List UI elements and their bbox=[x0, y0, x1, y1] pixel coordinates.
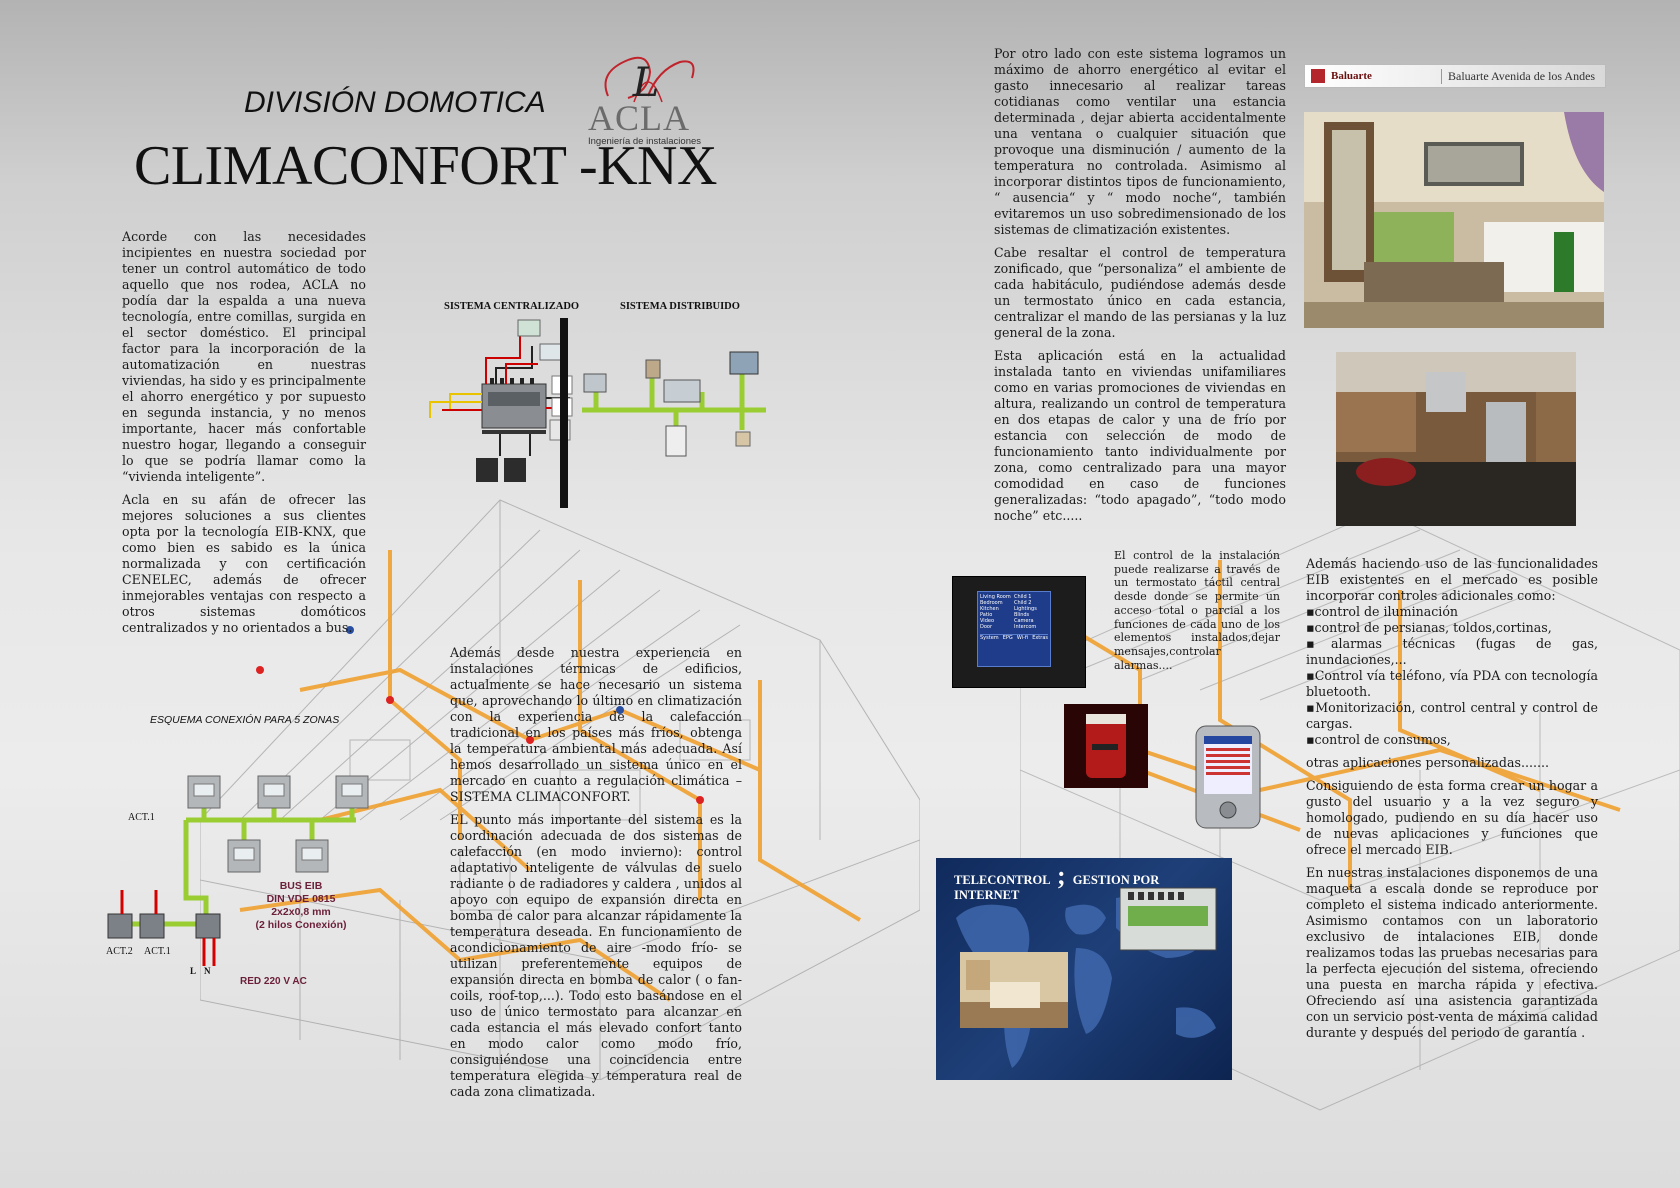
ts-menu-1[interactable]: Living Room bbox=[980, 594, 1011, 600]
system-divider bbox=[560, 318, 568, 508]
room-photo-icon bbox=[960, 952, 1068, 1028]
heating-coordination-paragraph: EL punto más importante del sistema es l… bbox=[450, 812, 742, 1099]
living-room-photo bbox=[1304, 112, 1604, 328]
act2-label: ACT.2 bbox=[106, 946, 133, 957]
house-cutaway-illustration bbox=[200, 499, 920, 1080]
touchscreen-device: Living Room Bedroom Kitchen Patio Video … bbox=[952, 576, 1086, 688]
logo-subtitle: Ingeniería de instalaciones bbox=[588, 136, 702, 147]
bus-line-4: (2 hilos Conexión) bbox=[255, 919, 347, 931]
secure-home-paragraph: Consiguiendo de esta forma crear un hoga… bbox=[1306, 778, 1598, 857]
ts-footer-3[interactable]: Wi-fi bbox=[1016, 635, 1029, 641]
telecontrol-label: TELECONTROL bbox=[954, 873, 1050, 887]
ts-footer-4[interactable]: Extras bbox=[1032, 635, 1048, 641]
left-text-column: Acorde con las necesidades incipientes e… bbox=[122, 229, 366, 643]
ts-value-5[interactable]: Camera bbox=[1014, 618, 1034, 624]
ts-value-4[interactable]: Blinds bbox=[1014, 612, 1030, 618]
logo-wordmark: ACLA bbox=[588, 98, 690, 138]
bus-eib-spec: BUS EIB DIN VDE 0815 2x2x0,8 mm (2 hilos… bbox=[246, 880, 356, 932]
ts-value-2[interactable]: Child 2 bbox=[1014, 600, 1032, 606]
bus-display-icon bbox=[729, 351, 759, 375]
scale-model-paragraph: En nuestras instalaciones disponemos de … bbox=[1306, 865, 1598, 1040]
touch-control-note: El control de la instalación puede reali… bbox=[1114, 549, 1280, 672]
list-item: ▪alarmas técnicas (fugas de gas, inundac… bbox=[1306, 636, 1598, 667]
internet-label: INTERNET bbox=[954, 888, 1020, 902]
svg-text:L: L bbox=[632, 60, 660, 106]
ts-footer-1[interactable]: System bbox=[980, 635, 999, 641]
kitchen-photo bbox=[1336, 352, 1576, 526]
zoned-control-paragraph: Cabe resaltar el control de temperatura … bbox=[994, 245, 1286, 340]
acla-logo-emblem-icon: L bbox=[604, 56, 695, 106]
right-bottom-text-column: Además haciendo uso de las funcionalidad… bbox=[1306, 556, 1598, 1048]
list-item: ▪control de iluminación bbox=[1306, 604, 1459, 619]
list-item: ▪control de persianas, toldos,cortinas, bbox=[1306, 620, 1552, 635]
line-l-label: L bbox=[190, 966, 197, 976]
telecontrol-panel: TELECONTROL ; GESTION POR INTERNET bbox=[936, 858, 1232, 1080]
baluarte-brand: Baluarte bbox=[1331, 70, 1372, 82]
red-thermostat-photo bbox=[1064, 704, 1148, 788]
bus-actuator-icon bbox=[663, 379, 701, 403]
act1-bottom-label: ACT.1 bbox=[144, 946, 171, 957]
wiring-diagram-title: ESQUEMA CONEXIÓN PARA 5 ZONAS bbox=[150, 714, 340, 726]
acla-logo: L ACLA Ingeniería de instalaciones bbox=[588, 52, 708, 147]
bus-switch-icon bbox=[583, 373, 607, 393]
touchscreen-display: Living Room Bedroom Kitchen Patio Video … bbox=[977, 591, 1051, 667]
systems-diagram bbox=[429, 318, 766, 508]
ts-menu-3[interactable]: Kitchen bbox=[980, 606, 999, 612]
line-n-label: N bbox=[204, 966, 211, 976]
climate-experience-paragraph: Además desde nuestra experiencia en inst… bbox=[450, 645, 742, 804]
bus-sensor-icon bbox=[665, 425, 687, 457]
intro-paragraph: Acorde con las necesidades incipientes e… bbox=[122, 229, 366, 484]
baluarte-logo-icon bbox=[1311, 69, 1325, 83]
baluarte-tagline: Baluarte Avenida de los Andes bbox=[1441, 68, 1595, 84]
energy-saving-paragraph: Por otro lado con este sistema logramos … bbox=[994, 46, 1286, 237]
label-centralized-system: SISTEMA CENTRALIZADO bbox=[444, 301, 580, 312]
ts-value-1[interactable]: Child 1 bbox=[1014, 594, 1032, 600]
baluarte-banner: Baluarte Baluarte Avenida de los Andes bbox=[1304, 64, 1606, 88]
wiring-diagram bbox=[107, 775, 369, 966]
ts-footer-2[interactable]: EPG bbox=[1002, 635, 1013, 641]
middle-text-column: Además desde nuestra experiencia en inst… bbox=[450, 645, 742, 1107]
telecontrol-heading: TELECONTROL ; GESTION POR bbox=[954, 863, 1160, 890]
main-title: CLIMACONFORT -KNX bbox=[134, 135, 717, 197]
list-item: ▪Monitorización, control central y contr… bbox=[1306, 700, 1598, 731]
ts-menu-2[interactable]: Bedroom bbox=[980, 600, 1003, 606]
right-top-text-column: Por otro lado con este sistema logramos … bbox=[994, 46, 1286, 531]
bus-line-2: DIN VDE 0815 bbox=[266, 893, 336, 905]
ts-menu-5[interactable]: Video bbox=[980, 618, 995, 624]
gestion-label: GESTION POR bbox=[1072, 873, 1160, 887]
bus-line-3: 2x2x0,8 mm bbox=[271, 906, 331, 918]
other-applications: otras aplicaciones personalizadas....... bbox=[1306, 755, 1549, 770]
list-item: ▪control de consumos, bbox=[1306, 732, 1451, 747]
power-supply-label: RED 220 V AC bbox=[240, 976, 307, 987]
ts-menu-6[interactable]: Door bbox=[980, 624, 993, 630]
centralized-controller-icon bbox=[481, 378, 547, 434]
thermostat-units-icon bbox=[476, 458, 526, 482]
telecontrol-separator: ; bbox=[1057, 861, 1066, 890]
ts-value-3[interactable]: Lightings bbox=[1014, 606, 1037, 612]
ts-menu-4[interactable]: Patio bbox=[980, 612, 993, 618]
eib-knx-paragraph: Acla en su afán de ofrecer las mejores s… bbox=[122, 492, 366, 635]
division-title: DIVISIÓN DOMOTICA bbox=[244, 86, 546, 119]
actuator-icons bbox=[107, 913, 221, 939]
label-distributed-system: SISTEMA DISTRIBUIDO bbox=[620, 301, 740, 312]
list-item: ▪Control vía teléfono, vía PDA con tecno… bbox=[1306, 668, 1598, 699]
bus-line-1: BUS EIB bbox=[279, 880, 323, 892]
pda-device-icon bbox=[1195, 725, 1261, 829]
installations-paragraph: Esta aplicación está en la actualidad in… bbox=[994, 348, 1286, 523]
controls-list: ▪control de iluminación ▪control de pers… bbox=[1306, 604, 1598, 748]
eib-gateway-device-icon bbox=[1120, 887, 1217, 951]
act1-top-label: ACT.1 bbox=[128, 812, 155, 823]
ts-value-6[interactable]: Intercom bbox=[1014, 624, 1037, 630]
additional-controls-intro: Además haciendo uso de las funcionalidad… bbox=[1306, 556, 1598, 603]
